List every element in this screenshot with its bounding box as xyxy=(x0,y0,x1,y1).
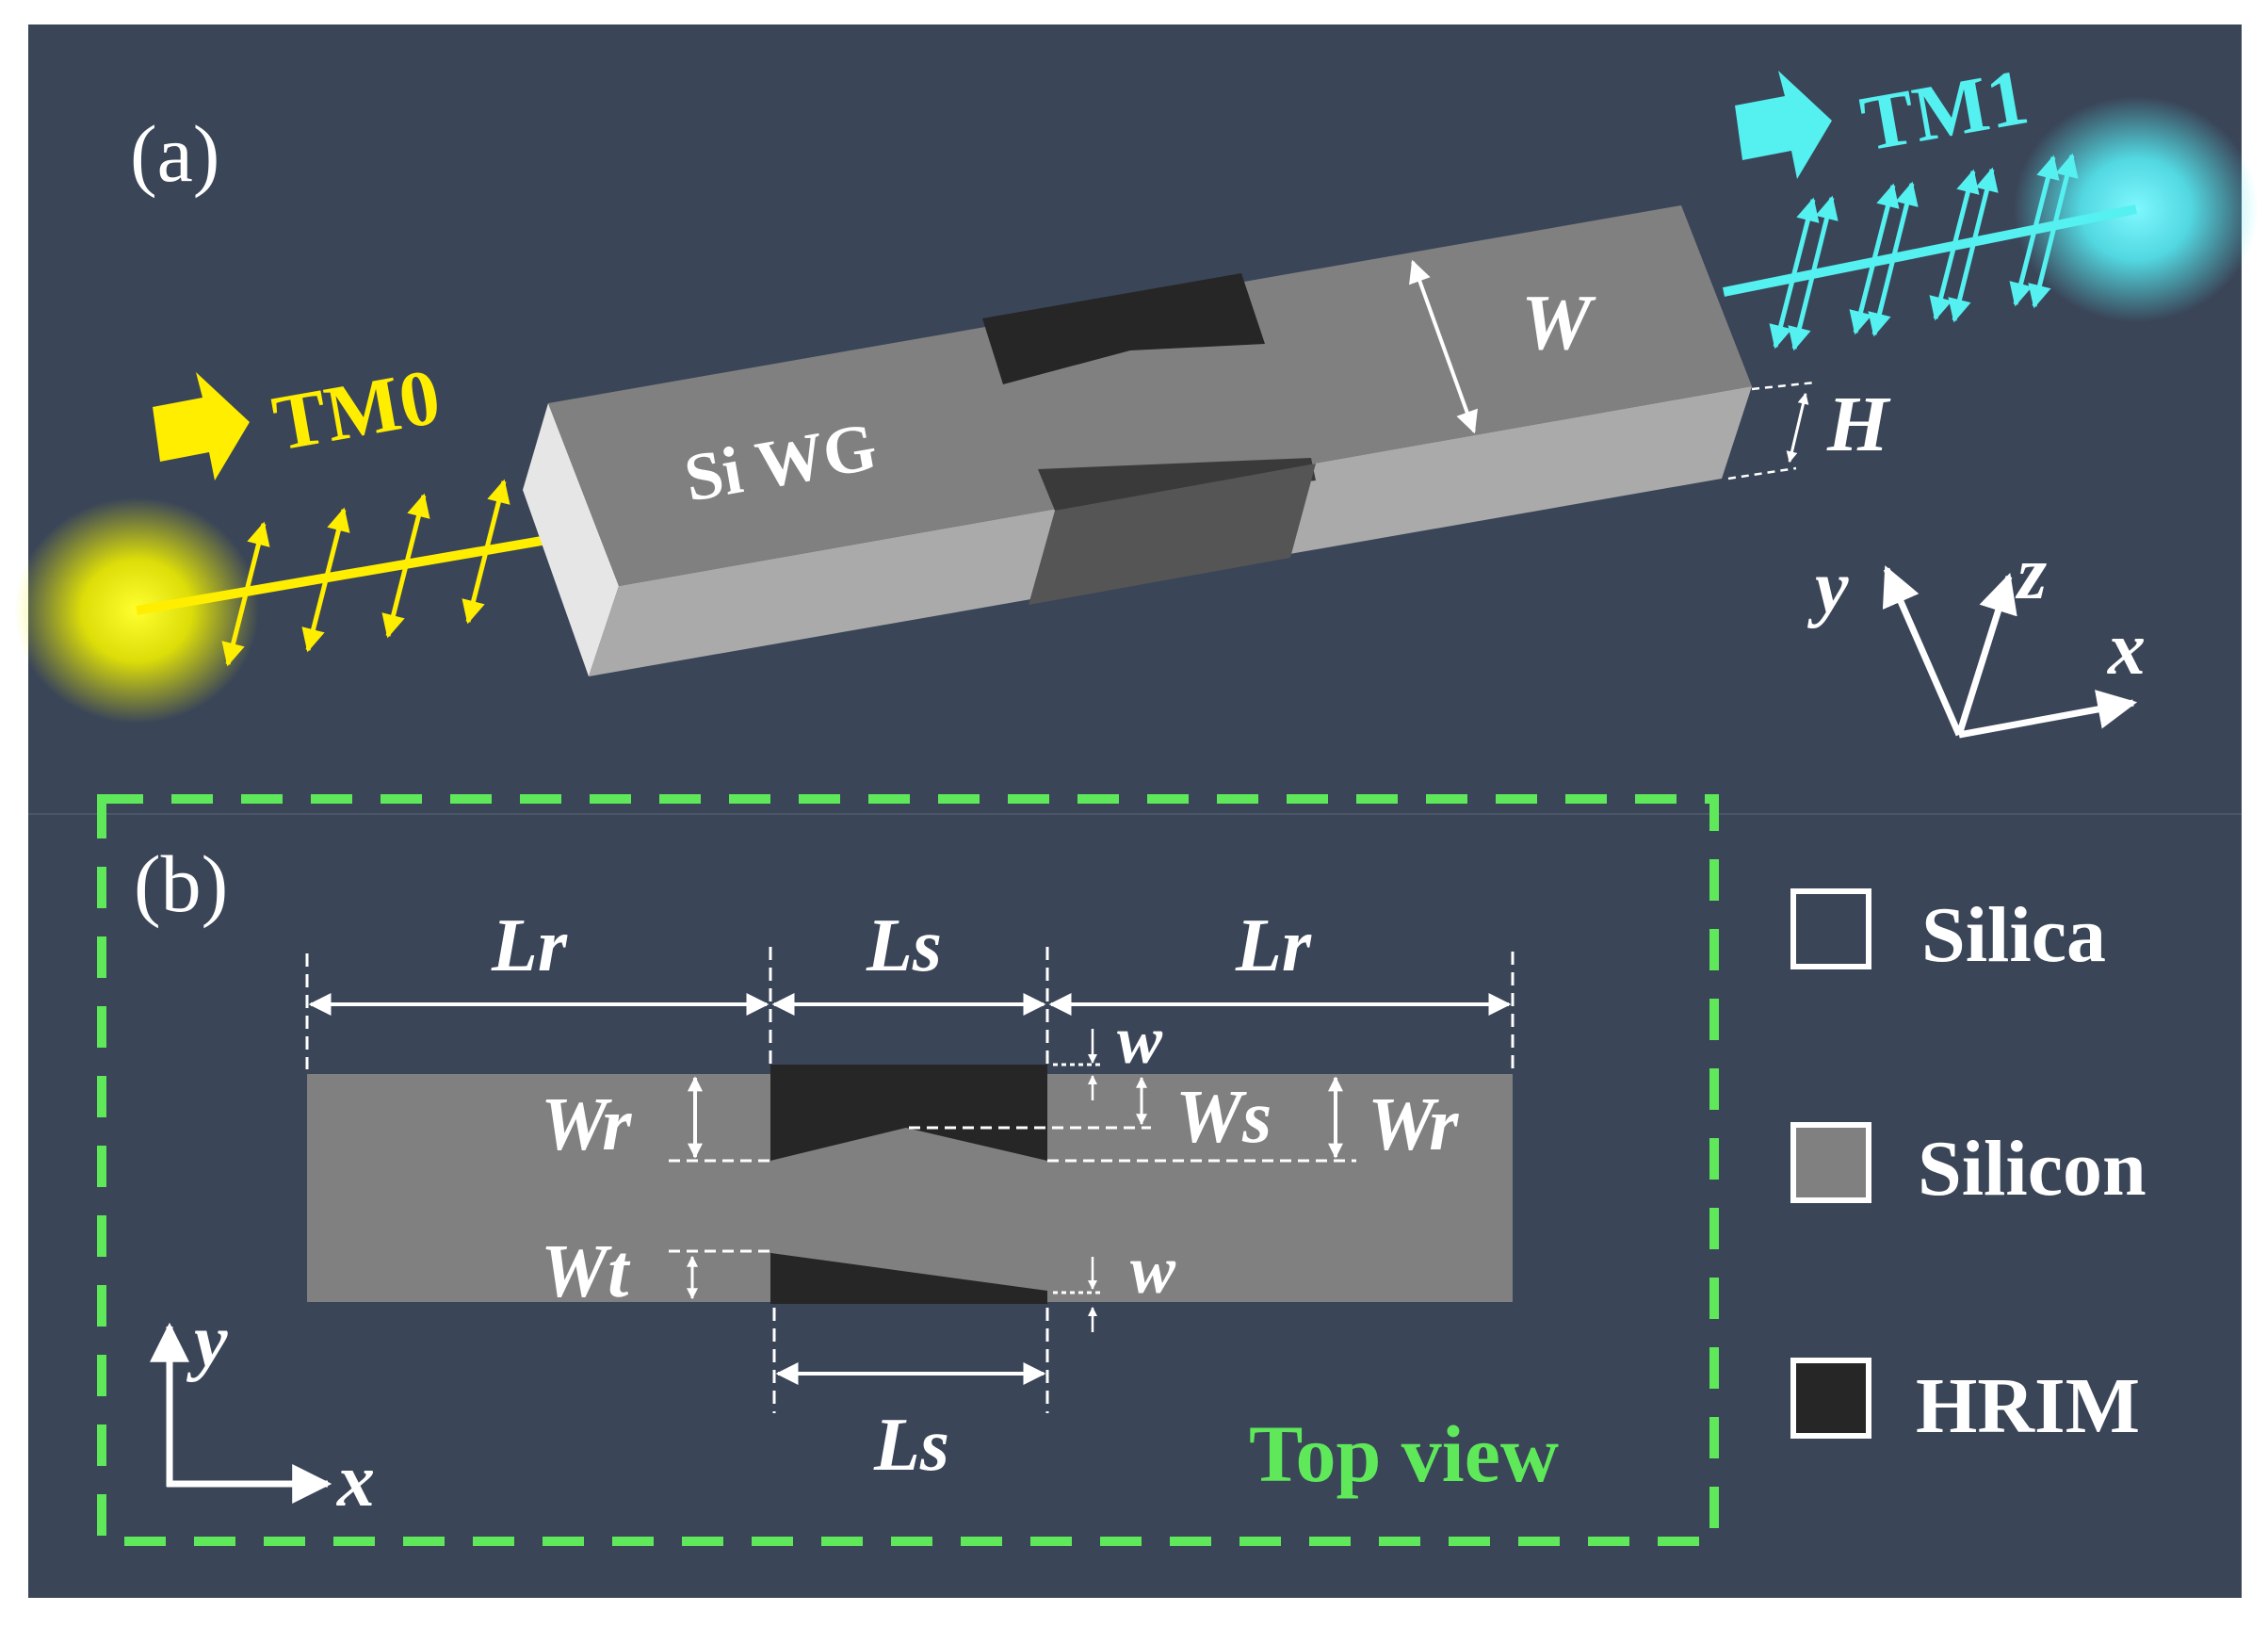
top-view-label: Top view xyxy=(1249,1408,1559,1499)
tm1-polarization-arrow-b xyxy=(1849,183,1900,335)
legend-label-silica: Silica xyxy=(1921,891,2106,979)
tm0-polarization-arrow xyxy=(301,507,350,653)
wr-right-label: Wr xyxy=(1368,1083,1459,1166)
silicon-waveguide-3d: Si WG W H xyxy=(523,205,1891,676)
height-dimension-arrow xyxy=(1786,392,1809,464)
hrim-lower-taper xyxy=(770,1253,1047,1304)
hrim-upper-region xyxy=(770,1065,1047,1161)
top-view-dimensions: Lr Ls Lr w Wr Ws Wr Wt w Ls xyxy=(305,904,1515,1487)
wr-left-label: Wr xyxy=(541,1083,632,1166)
axis-x-label-2d: x xyxy=(336,1440,375,1522)
tm1-polarization-arrow-b xyxy=(1769,197,1820,350)
w-top-label: w xyxy=(1117,1002,1163,1078)
legend-swatch-hrim xyxy=(1790,1358,1871,1439)
lr-left-label: Lr xyxy=(491,904,568,987)
hrim-side-face xyxy=(1029,464,1316,605)
panel-a-label: (a) xyxy=(130,108,219,199)
w-bottom-label: w xyxy=(1130,1232,1176,1308)
legend-label-hrim: HRIM xyxy=(1916,1362,2140,1450)
axes-3d: y z x xyxy=(1806,532,2146,739)
tm0-polarization-arrow xyxy=(462,479,510,625)
height-guide-line xyxy=(1727,466,1797,480)
ls-bottom-label: Ls xyxy=(873,1404,949,1487)
tm0-polarization-arrow xyxy=(381,493,430,639)
axis-z-arrow xyxy=(1955,572,2017,737)
axis-x-arrow xyxy=(1958,690,2138,739)
tm1-polarization-arrow-b xyxy=(2009,155,2060,307)
waveguide-end-face xyxy=(523,403,619,676)
legend-label-silicon: Silicon xyxy=(1918,1125,2146,1213)
legend-swatch-silica xyxy=(1790,888,1871,969)
hrim-bottom-block xyxy=(1038,458,1316,511)
tm1-polarization-arrow-b xyxy=(1929,169,1980,321)
ls-top-label: Ls xyxy=(866,904,942,987)
hrim-top-block xyxy=(982,273,1265,384)
lr-right-label: Lr xyxy=(1235,904,1312,987)
tm0-direction-arrow-icon xyxy=(153,372,250,480)
height-guide-line xyxy=(1751,381,1816,391)
width-dimension-arrow xyxy=(1409,259,1478,434)
tm1-direction-arrow-icon xyxy=(1735,71,1832,179)
axis-z-label: z xyxy=(2015,532,2047,615)
width-dimension-label: W xyxy=(1521,279,1596,366)
top-view-device xyxy=(307,1065,1513,1304)
wt-label: Wt xyxy=(541,1230,631,1313)
top-view-frame xyxy=(97,794,1719,1546)
legend: Silica Silicon HRIM xyxy=(1790,888,2146,1450)
tm0-polarization-arrow xyxy=(221,521,270,667)
height-dimension-label: H xyxy=(1826,381,1891,468)
axis-x-label: x xyxy=(2107,608,2146,691)
axis-y-arrow xyxy=(1882,565,1963,737)
ws-label: Ws xyxy=(1175,1076,1272,1159)
panel-b-label: (b) xyxy=(134,838,228,929)
legend-swatch-silicon xyxy=(1790,1122,1871,1203)
